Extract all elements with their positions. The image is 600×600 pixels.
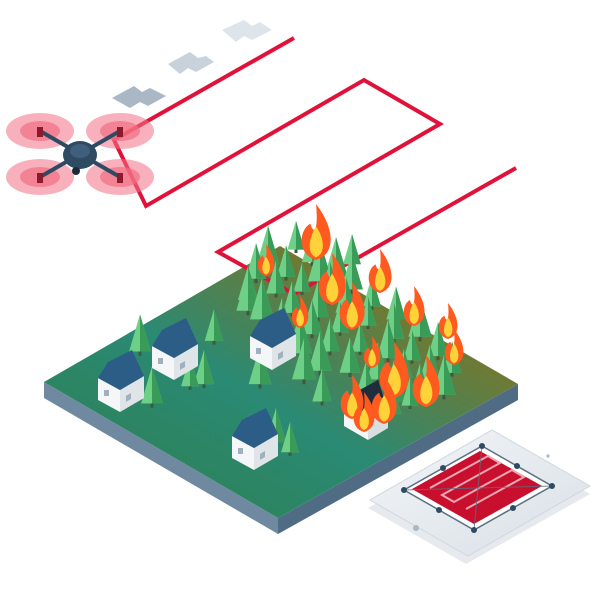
- house-roof: [152, 318, 198, 358]
- tree-icon: [276, 245, 296, 281]
- house-roof: [98, 350, 144, 390]
- fire-icon: [438, 303, 458, 339]
- tree-icon: [293, 262, 311, 295]
- terrain-block: [44, 246, 518, 534]
- tree-icon: [403, 329, 421, 364]
- tree-icon: [287, 220, 305, 253]
- house-roof: [232, 408, 278, 448]
- house-roof: [250, 308, 296, 348]
- fire-icon: [368, 249, 392, 293]
- house-icon: [152, 318, 198, 380]
- tree-icon: [308, 330, 332, 376]
- house-icon: [98, 350, 144, 412]
- tree-icon: [282, 281, 302, 317]
- tablet-camera: [546, 454, 550, 458]
- tree-icon: [291, 338, 317, 385]
- map-tile-icon: [168, 52, 214, 74]
- drone-icon: [6, 113, 154, 195]
- tree-icon: [129, 314, 151, 356]
- fire-icon: [257, 244, 275, 276]
- fire-icon: [403, 286, 425, 326]
- tree-icon: [351, 322, 369, 355]
- tree-icon: [312, 368, 332, 406]
- village: [98, 308, 296, 470]
- house-wall-side: [120, 376, 144, 412]
- tree-icon: [339, 337, 361, 377]
- map-tiles: [112, 20, 272, 108]
- map-tile-icon: [112, 86, 166, 108]
- drone-motors: [37, 127, 123, 183]
- tablet-home-button: [413, 525, 419, 531]
- house-icon: [232, 408, 278, 470]
- house-wall-side: [272, 334, 296, 370]
- tree-icon: [236, 270, 260, 316]
- house-icon: [250, 308, 296, 370]
- fire-icon: [291, 296, 309, 328]
- tree-icon: [281, 421, 299, 456]
- fire-icon: [339, 282, 365, 330]
- drone-camera: [72, 167, 80, 175]
- tablet-map-area: [412, 451, 542, 524]
- map-tile-icon: [222, 20, 272, 42]
- tree-icon: [204, 309, 224, 345]
- house-wall-side: [174, 344, 198, 380]
- fire-icon: [363, 336, 381, 368]
- fire-icon: [301, 204, 331, 260]
- fire-icon: [318, 253, 346, 305]
- terrain-side-right: [278, 384, 518, 534]
- house-wall-side: [254, 434, 278, 470]
- tree-icon: [181, 355, 199, 390]
- terrain-side-left: [44, 382, 278, 534]
- wildfire: [257, 204, 464, 432]
- tree-icon: [301, 299, 323, 339]
- tree-icon: [266, 260, 286, 298]
- tree-icon: [320, 318, 340, 356]
- tablet-map-nodes: [401, 443, 555, 533]
- tablet-map-grid: [403, 445, 553, 531]
- fire-icon: [371, 376, 397, 424]
- tablet-icon: [368, 429, 592, 564]
- tree-icon: [141, 366, 163, 408]
- tablet-map-route: [429, 454, 527, 510]
- fire-icon: [412, 355, 440, 407]
- fire-icon: [353, 392, 375, 432]
- terrain-top: [44, 246, 518, 518]
- tree-icon: [193, 349, 215, 389]
- fire-icon: [444, 329, 464, 365]
